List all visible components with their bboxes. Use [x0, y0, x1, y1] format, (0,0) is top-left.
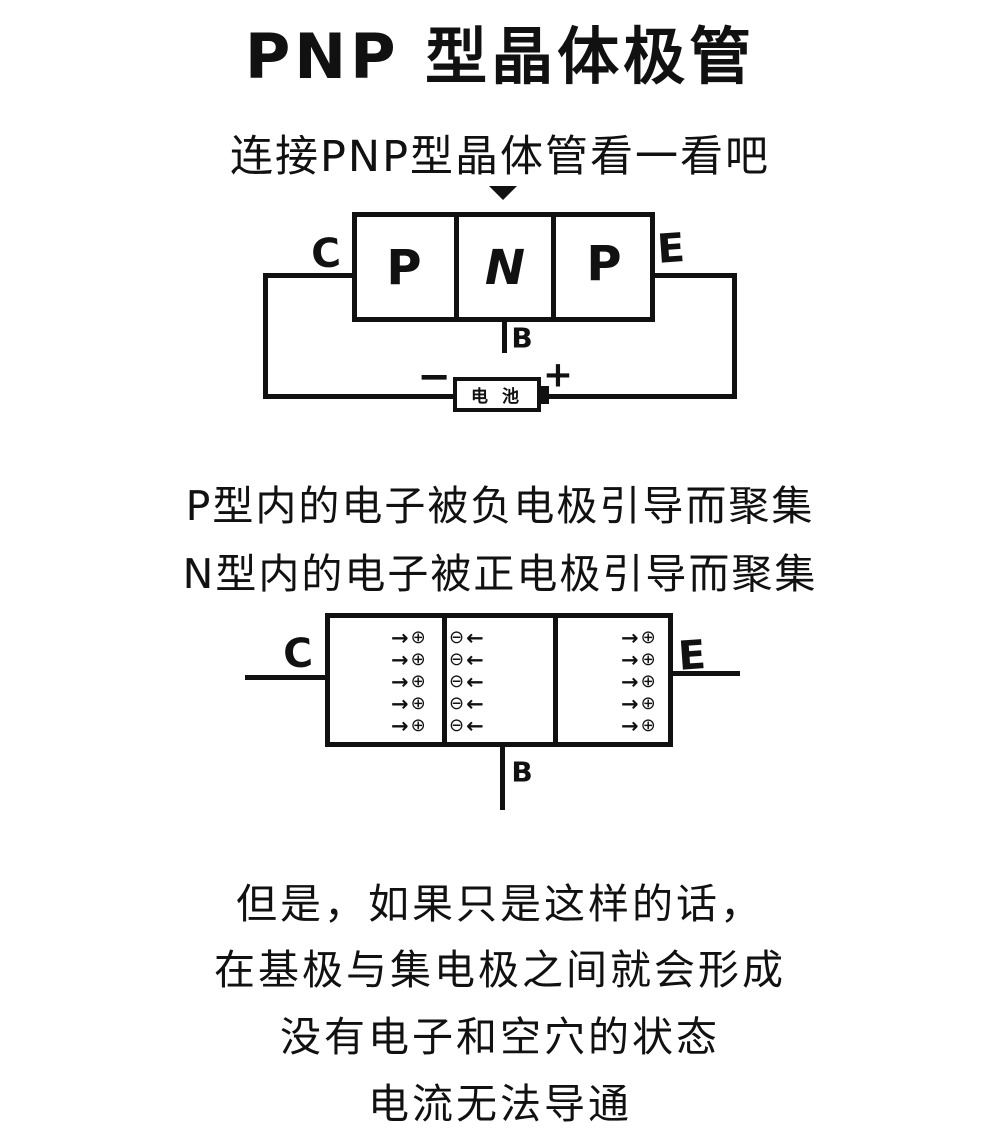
conclusion-line-1: 但是，如果只是这样的话， [236, 880, 764, 928]
arrow-left-icon: ← [466, 714, 484, 738]
positive-charge-icon: ⊕ [410, 693, 426, 714]
wire-emitter-horizontal [655, 273, 737, 278]
negative-charge-icon: ⊖ [449, 627, 465, 648]
wire-right-vertical [732, 273, 737, 399]
arrow-right-icon: → [391, 670, 409, 694]
region-label-p-left: P [386, 240, 422, 296]
positive-charge-icon: ⊕ [410, 671, 426, 692]
junction-divider-2a [442, 613, 447, 747]
negative-charge-icon: ⊖ [449, 693, 465, 714]
collector-p-region-charge-row: →⊕ [391, 715, 426, 737]
page-subtitle: 连接PNP型晶体管看一看吧 [229, 132, 771, 182]
collector-terminal-label-1: C [309, 230, 343, 278]
battery-negative-sign: − [417, 354, 451, 400]
negative-charge-icon: ⊖ [449, 671, 465, 692]
arrow-right-icon: → [391, 626, 409, 650]
base-n-region-charge-row: ⊖← [449, 649, 484, 671]
conclusion-line-4: 电流无法导通 [368, 1080, 632, 1128]
arrow-right-icon: → [621, 626, 639, 650]
positive-charge-icon: ⊕ [410, 649, 426, 670]
arrow-right-icon: → [621, 692, 639, 716]
positive-charge-icon: ⊕ [410, 715, 426, 736]
negative-charge-icon: ⊖ [449, 715, 465, 736]
battery-positive-terminal-nub [540, 386, 549, 404]
positive-charge-icon: ⊕ [640, 693, 656, 714]
arrow-right-icon: → [391, 714, 409, 738]
emitter-terminal-label-1: E [655, 225, 687, 273]
wire-emitter-lead-2 [673, 671, 740, 676]
base-terminal-label-2: B [511, 755, 533, 789]
arrow-left-icon: ← [466, 648, 484, 672]
emitter-p-region-charge-row: →⊕ [621, 627, 656, 649]
positive-charge-icon: ⊕ [640, 627, 656, 648]
conclusion-line-2: 在基极与集电极之间就会形成 [214, 946, 786, 994]
wire-collector-horizontal [263, 273, 355, 278]
base-n-region-charge-row: ⊖← [449, 715, 484, 737]
positive-charge-icon: ⊕ [410, 627, 426, 648]
collector-p-region-charge-row: →⊕ [391, 649, 426, 671]
base-lead-2 [500, 747, 505, 810]
page-title: PNP 型晶体极管 [244, 20, 756, 93]
collector-p-region-charge-row: →⊕ [391, 671, 426, 693]
positive-charge-icon: ⊕ [640, 649, 656, 670]
arrow-down-icon [489, 186, 517, 200]
conclusion-line-3: 没有电子和空穴的状态 [280, 1013, 720, 1061]
emitter-p-region-charge-row: →⊕ [621, 715, 656, 737]
junction-divider-2b [553, 613, 558, 747]
base-n-region-charge-row: ⊖← [449, 693, 484, 715]
explanation-line-n-type: N型内的电子被正电极引导而聚集 [182, 550, 818, 598]
explanation-line-p-type: P型内的电子被负电极引导而聚集 [185, 482, 815, 530]
arrow-left-icon: ← [466, 670, 484, 694]
arrow-left-icon: ← [466, 692, 484, 716]
base-n-region-charge-row: ⊖← [449, 627, 484, 649]
region-label-p-right: P [586, 236, 622, 292]
collector-p-region-charge-row: →⊕ [391, 627, 426, 649]
negative-charge-icon: ⊖ [449, 649, 465, 670]
arrow-right-icon: → [621, 648, 639, 672]
positive-charge-icon: ⊕ [640, 715, 656, 736]
emitter-terminal-label-2: E [676, 632, 708, 680]
positive-charge-icon: ⊕ [640, 671, 656, 692]
collector-terminal-label-2: C [281, 630, 315, 678]
collector-p-region-charge-row: →⊕ [391, 693, 426, 715]
emitter-p-region-charge-row: →⊕ [621, 671, 656, 693]
junction-divider-1a [454, 212, 459, 322]
battery-label: 电 池 [471, 387, 523, 407]
arrow-right-icon: → [391, 648, 409, 672]
arrow-right-icon: → [621, 670, 639, 694]
collector-p-region-charges: →⊕→⊕→⊕→⊕→⊕ [391, 627, 426, 737]
base-n-region-charge-row: ⊖← [449, 671, 484, 693]
arrow-right-icon: → [391, 692, 409, 716]
transistor-body-1 [352, 212, 655, 322]
base-lead-1 [502, 322, 507, 353]
region-label-n: N [484, 240, 526, 296]
arrow-right-icon: → [621, 714, 639, 738]
battery: 电 池 [453, 377, 541, 412]
emitter-p-region-charge-row: →⊕ [621, 649, 656, 671]
emitter-p-region-charges: →⊕→⊕→⊕→⊕→⊕ [621, 627, 656, 737]
transistor-body-2 [325, 613, 673, 747]
base-terminal-label-1: B [511, 321, 533, 355]
emitter-p-region-charge-row: →⊕ [621, 693, 656, 715]
wire-collector-lead-2 [245, 675, 325, 680]
wire-left-vertical [263, 273, 268, 399]
arrow-left-icon: ← [466, 626, 484, 650]
base-n-region-charges: ⊖←⊖←⊖←⊖←⊖← [449, 627, 484, 737]
junction-divider-1b [551, 212, 556, 322]
